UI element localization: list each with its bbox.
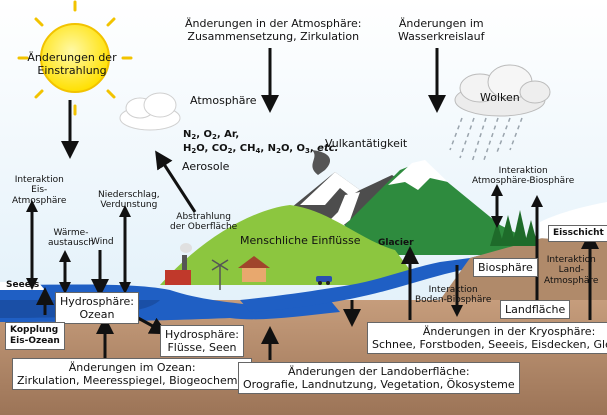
volcano-smoke xyxy=(312,150,331,175)
waerme-line2: austausch xyxy=(48,238,94,249)
formula-text: , CH xyxy=(232,143,256,155)
interaktion-bb-line1: Interaktion xyxy=(428,285,478,295)
label-wasserkreislauf: Änderungen im Wasserkreislauf xyxy=(398,17,485,43)
formula-text: , O xyxy=(196,129,213,140)
label-wind: Wind xyxy=(91,237,114,247)
label-glacier: Glacier xyxy=(378,238,414,248)
house xyxy=(238,256,270,282)
sun-rays xyxy=(17,0,133,116)
kryo-change-line1: Änderungen in der Kryosphäre: xyxy=(422,325,596,338)
label-interaktion-eis: Interaktion Eis- Atmosphäre xyxy=(12,175,66,206)
wasserkreislauf-line2: Wasserkreislauf xyxy=(398,29,485,43)
label-hydro-fluesse: Hydrosphäre: Flüsse, Seen xyxy=(160,325,244,358)
label-abstrahlung: Abstrahlung der Oberfläche xyxy=(170,212,237,233)
interaktion-bb-line2: Boden-Biosphäre xyxy=(415,295,492,306)
hydro-fluesse-line2: Flüsse, Seen xyxy=(167,341,237,355)
label-eisschicht: Eisschicht xyxy=(548,225,607,242)
formula-text: , N xyxy=(260,143,277,155)
interaktion-ab-line1: Interaktion xyxy=(498,166,548,176)
waerme-line1: Wärme- xyxy=(53,228,89,238)
formula-subscript: 2 xyxy=(191,133,197,141)
label-waerme: Wärme- austausch xyxy=(48,228,94,249)
label-menschlich: Menschliche Einflüsse xyxy=(240,234,361,247)
formula-subscript: 3 xyxy=(305,147,310,156)
land-change-line2: Orografie, Landnutzung, Vegetation, Ökos… xyxy=(243,378,515,392)
label-einstrahlung: Änderungen der Einstrahlung xyxy=(22,51,122,77)
label-interaktion-ab: Interaktion Atmosphäre-Biosphäre xyxy=(472,166,574,187)
ozean-change-line1: Änderungen im Ozean: xyxy=(68,361,196,374)
label-seeeis: Seeeis xyxy=(6,280,40,290)
label-interaktion-la: Interaktion Land- Atmosphäre xyxy=(544,255,598,286)
sun xyxy=(40,23,110,93)
kopplung-line1: Kopplung xyxy=(10,325,59,335)
formula-text: H xyxy=(183,143,192,155)
hydro-fluesse-line1: Hydrosphäre: xyxy=(165,328,239,341)
formula-subscript: 2 xyxy=(191,147,197,156)
label-biosphaere: Biosphäre xyxy=(473,258,538,278)
land-change-line1: Änderungen der Landoberfläche: xyxy=(287,365,470,378)
cloud-left xyxy=(119,92,181,131)
label-hydro-ozean: Hydrosphäre: Ozean xyxy=(55,292,139,325)
atmosphaere-change-line1: Änderungen in der Atmosphäre: xyxy=(185,17,362,30)
formula-text: O, CO xyxy=(196,143,228,155)
abstrahlung-line1: Abstrahlung xyxy=(176,212,231,222)
formula-text: , Ar, xyxy=(216,129,240,140)
niederschlag-line2: Verdunstung xyxy=(100,200,158,211)
hydro-ozean-line1: Hydrosphäre: xyxy=(60,295,134,308)
interaktion-la-line1: Interaktion xyxy=(546,255,596,265)
ozean-change-line2: Zirkulation, Meeresspiegel, Biogeochemie xyxy=(17,374,248,388)
formula-text: , xyxy=(309,143,318,155)
green-hill xyxy=(160,205,410,285)
formula-subscript: 4 xyxy=(255,147,261,156)
snow-cap-left xyxy=(300,172,360,205)
kopplung-line2: Eis-Ozean xyxy=(10,335,60,346)
label-landflaeche: Landfläche xyxy=(500,300,571,320)
label-niederschlag: Niederschlag, Verdunstung xyxy=(98,190,160,211)
formula-etc: etc. xyxy=(317,143,339,155)
rain-streaks xyxy=(449,117,523,163)
rain-cloud xyxy=(454,64,551,117)
label-aerosole: Aerosole xyxy=(182,160,230,173)
formula-text: N xyxy=(183,129,192,140)
label-atmosphaere: Atmosphäre xyxy=(190,94,257,107)
forest xyxy=(490,210,538,246)
label-kopplung: Kopplung Eis-Ozean xyxy=(5,322,65,350)
niederschlag-line1: Niederschlag, xyxy=(98,190,160,200)
gas-formula: N2, O2, Ar, H2O, CO2, CH4, N2O, O3, etc. xyxy=(183,128,338,157)
windmill xyxy=(211,259,229,290)
kryo-change-line2: Schnee, Forstboden, Seeeis, Eisdecken, G… xyxy=(372,338,607,352)
formula-subscript: 2 xyxy=(276,147,281,156)
abstrahlung-line2: der Oberfläche xyxy=(170,222,238,233)
snow-cap-right xyxy=(388,160,448,190)
label-land-change: Änderungen der Landoberfläche: Orografie… xyxy=(238,362,520,395)
car xyxy=(316,276,332,285)
arrows xyxy=(30,48,599,360)
formula-text: O, O xyxy=(280,143,305,155)
label-atmosphaere-change: Änderungen in der Atmosphäre: Zusammense… xyxy=(185,17,362,43)
interaktion-la-line3: Atmosphäre xyxy=(544,275,599,286)
einstrahlung-text: Änderungen der Einstrahlung xyxy=(27,51,117,77)
atmosphaere-change-line2: Zusammensetzung, Zirkulation xyxy=(187,29,360,43)
green-mountain xyxy=(330,162,560,255)
interaktion-ab-line2: Atmosphäre-Biosphäre xyxy=(472,176,575,187)
label-interaktion-bb: Interaktion Boden-Biosphäre xyxy=(415,285,491,306)
gas-formula-line2: H2O, CO2, CH4, N2O, O3, etc. xyxy=(183,142,338,156)
label-ozean-change: Änderungen im Ozean: Zirkulation, Meeres… xyxy=(12,358,253,391)
hydro-ozean-line2: Ozean xyxy=(79,308,115,322)
label-vulkan: Vulkantätigkeit xyxy=(325,137,408,150)
interaktion-eis-line3: Atmosphäre xyxy=(12,195,67,206)
label-kryo-change: Änderungen in der Kryosphäre: Schnee, Fo… xyxy=(367,322,607,355)
arrow-heads xyxy=(26,184,543,317)
formula-subscript: 2 xyxy=(212,133,217,141)
factory xyxy=(165,243,192,285)
interaktion-la-line2: Land- xyxy=(558,265,584,276)
formula-subscript: 2 xyxy=(227,147,233,156)
gas-formula-line1: N2, O2, Ar, xyxy=(183,128,338,142)
interaktion-eis-line1: Interaktion xyxy=(14,175,64,185)
wasserkreislauf-line1: Änderungen im xyxy=(398,17,484,30)
interaktion-eis-line2: Eis- xyxy=(31,185,48,196)
label-wolken: Wolken xyxy=(480,91,520,104)
